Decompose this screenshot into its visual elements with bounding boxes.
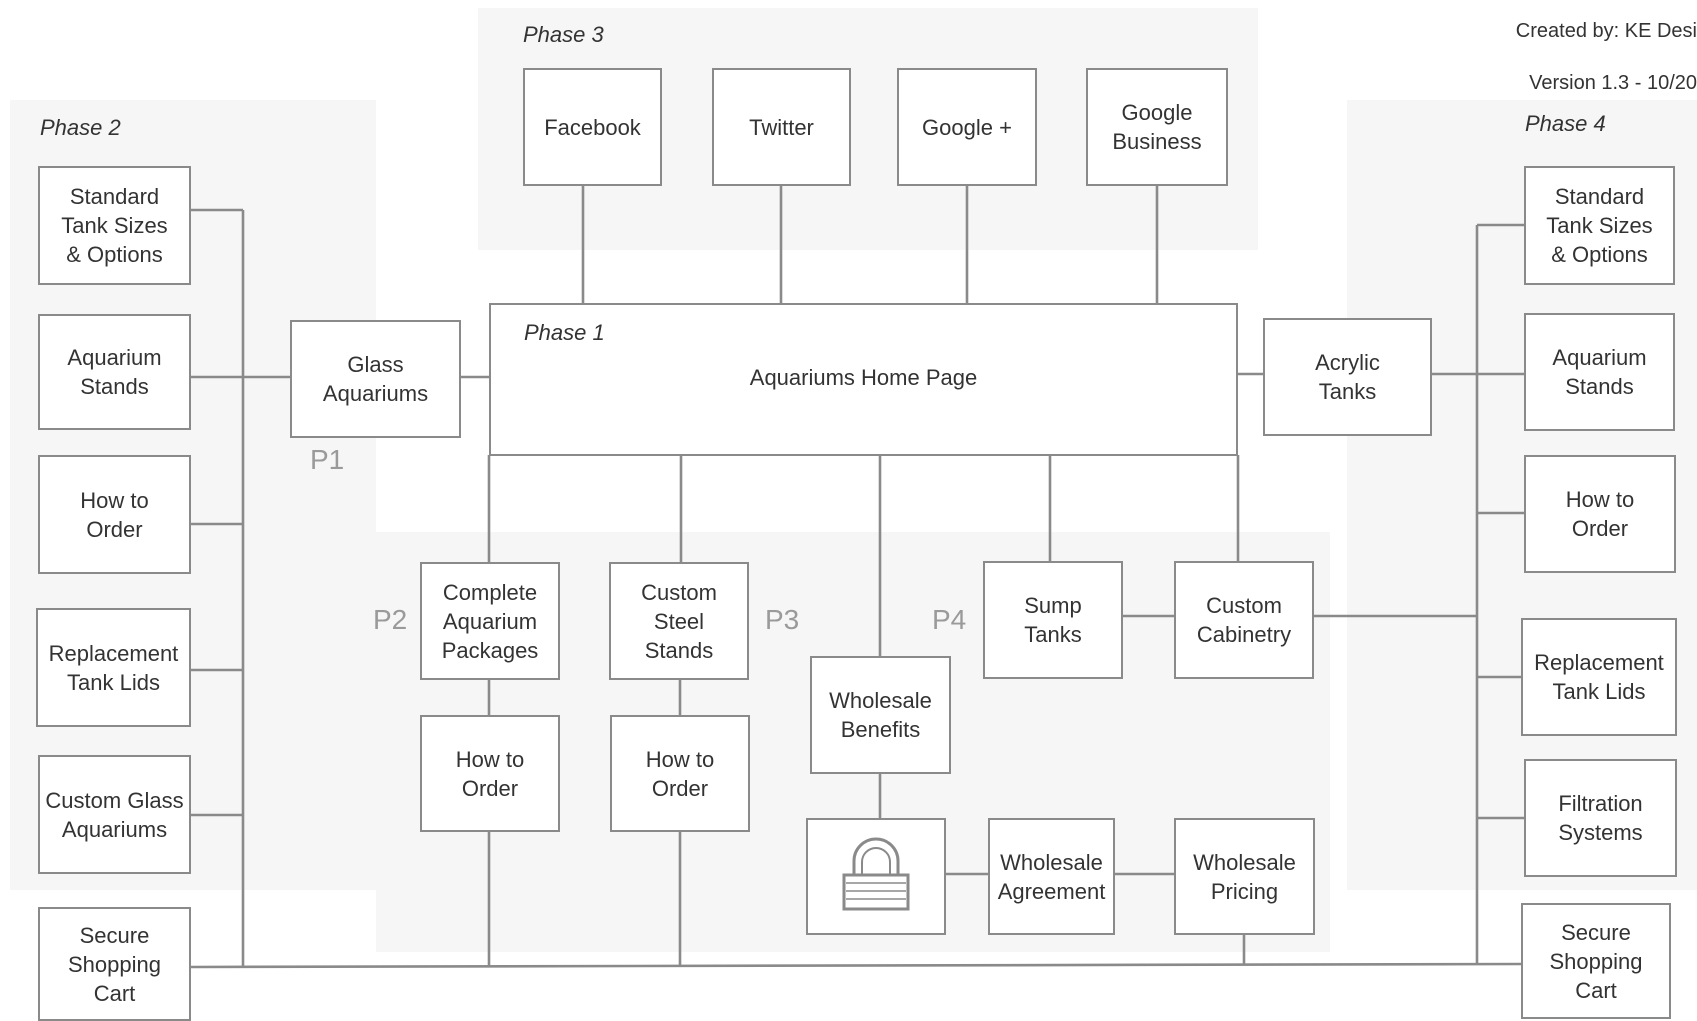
wholesale-agreement-label: Wholesale Agreement xyxy=(997,849,1106,904)
left-replacement-tank-lids-node[interactable]: Replacement Tank Lids xyxy=(36,608,191,727)
how-to-order-stands-label: How to Order xyxy=(645,746,715,801)
custom-cabinetry-label: Custom Cabinetry xyxy=(1196,593,1292,647)
wholesale-pricing-label: Wholesale Pricing xyxy=(1193,849,1296,904)
wholesale-benefits-node[interactable]: Wholesale Benefits xyxy=(810,656,951,774)
wholesale-pricing-node[interactable]: Wholesale Pricing xyxy=(1174,818,1315,935)
filtration-systems-node[interactable]: Filtration Systems xyxy=(1524,759,1677,877)
right-how-to-order-label: How to Order xyxy=(1565,487,1635,541)
lock-icon xyxy=(840,833,912,920)
right-aquarium-stands-label: Aquarium Stands xyxy=(1552,345,1647,399)
version-credit: Created by: KE Desi Version 1.3 - 10/20 xyxy=(1437,0,1697,122)
google-business-label: Google Business xyxy=(1112,100,1202,154)
left-standard-tank-sizes-label: Standard Tank Sizes & Options xyxy=(61,184,168,267)
home-page-label: Aquariums Home Page xyxy=(749,365,978,390)
how-to-order-packages-label: How to Order xyxy=(455,746,525,801)
left-secure-shopping-cart-node[interactable]: Secure Shopping Cart xyxy=(38,907,191,1021)
facebook-label: Facebook xyxy=(544,114,641,140)
how-to-order-stands-node[interactable]: How to Order xyxy=(610,715,750,832)
left-how-to-order-label: How to Order xyxy=(80,487,149,542)
left-how-to-order-node[interactable]: How to Order xyxy=(38,455,191,574)
sump-tanks-label: Sump Tanks xyxy=(1024,593,1082,647)
custom-glass-aquariums-node[interactable]: Custom Glass Aquariums xyxy=(38,755,191,874)
phase1-label: Phase 1 xyxy=(524,320,605,345)
credit-version: Version 1.3 - 10/20 xyxy=(1529,72,1697,94)
custom-cabinetry-node[interactable]: Custom Cabinetry xyxy=(1174,561,1314,679)
phase2-label: Phase 2 xyxy=(40,115,121,140)
lock-node[interactable] xyxy=(806,818,946,935)
right-secure-shopping-cart-label: Secure Shopping Cart xyxy=(1549,919,1643,1003)
custom-glass-aquariums-label: Custom Glass Aquariums xyxy=(45,787,184,842)
phase3-label: Phase 3 xyxy=(523,22,604,47)
google-business-node[interactable]: Google Business xyxy=(1086,68,1228,186)
glass-aquariums-node[interactable]: Glass Aquariums xyxy=(290,320,461,438)
right-standard-tank-sizes-node[interactable]: Standard Tank Sizes & Options xyxy=(1524,166,1675,285)
left-aquarium-stands-node[interactable]: Aquarium Stands xyxy=(38,314,191,430)
left-replacement-tank-lids-label: Replacement Tank Lids xyxy=(48,640,179,695)
credit-author: Created by: KE Desi xyxy=(1515,20,1697,42)
twitter-node[interactable]: Twitter xyxy=(712,68,851,186)
right-standard-tank-sizes-label: Standard Tank Sizes & Options xyxy=(1546,184,1653,267)
acrylic-tanks-label: Acrylic Tanks xyxy=(1315,350,1380,404)
custom-steel-stands-label: Custom Steel Stands xyxy=(641,579,717,663)
wholesale-benefits-label: Wholesale Benefits xyxy=(829,688,932,742)
p2-tag: P2 xyxy=(373,604,408,635)
how-to-order-packages-node[interactable]: How to Order xyxy=(420,715,560,832)
acrylic-tanks-node[interactable]: Acrylic Tanks xyxy=(1263,318,1432,436)
google-plus-label: Google + xyxy=(922,114,1012,140)
right-replacement-tank-lids-node[interactable]: Replacement Tank Lids xyxy=(1521,618,1677,736)
glass-aquariums-label: Glass Aquariums xyxy=(322,352,429,406)
complete-aquarium-packages-node[interactable]: Complete Aquarium Packages xyxy=(420,562,560,680)
sump-tanks-node[interactable]: Sump Tanks xyxy=(983,561,1123,679)
p3-tag: P3 xyxy=(765,604,800,635)
p4-tag: P4 xyxy=(932,604,967,635)
custom-steel-stands-node[interactable]: Custom Steel Stands xyxy=(609,562,749,680)
twitter-label: Twitter xyxy=(749,114,814,140)
left-aquarium-stands-label: Aquarium Stands xyxy=(67,345,162,399)
right-secure-shopping-cart-node[interactable]: Secure Shopping Cart xyxy=(1521,903,1671,1019)
wholesale-agreement-node[interactable]: Wholesale Agreement xyxy=(988,818,1115,935)
left-standard-tank-sizes-node[interactable]: Standard Tank Sizes & Options xyxy=(38,166,191,285)
complete-aquarium-packages-label: Complete Aquarium Packages xyxy=(441,579,539,663)
left-secure-shopping-cart-label: Secure Shopping Cart xyxy=(68,922,161,1006)
right-replacement-tank-lids-label: Replacement Tank Lids xyxy=(1534,650,1664,704)
google-plus-node[interactable]: Google + xyxy=(897,68,1037,186)
right-aquarium-stands-node[interactable]: Aquarium Stands xyxy=(1524,313,1675,431)
right-how-to-order-node[interactable]: How to Order xyxy=(1524,455,1676,573)
p1-tag: P1 xyxy=(310,444,345,475)
filtration-systems-label: Filtration Systems xyxy=(1558,791,1643,845)
home-page-node[interactable]: Aquariums Home Page xyxy=(489,303,1238,456)
phase4-label: Phase 4 xyxy=(1525,111,1606,136)
facebook-node[interactable]: Facebook xyxy=(523,68,662,186)
